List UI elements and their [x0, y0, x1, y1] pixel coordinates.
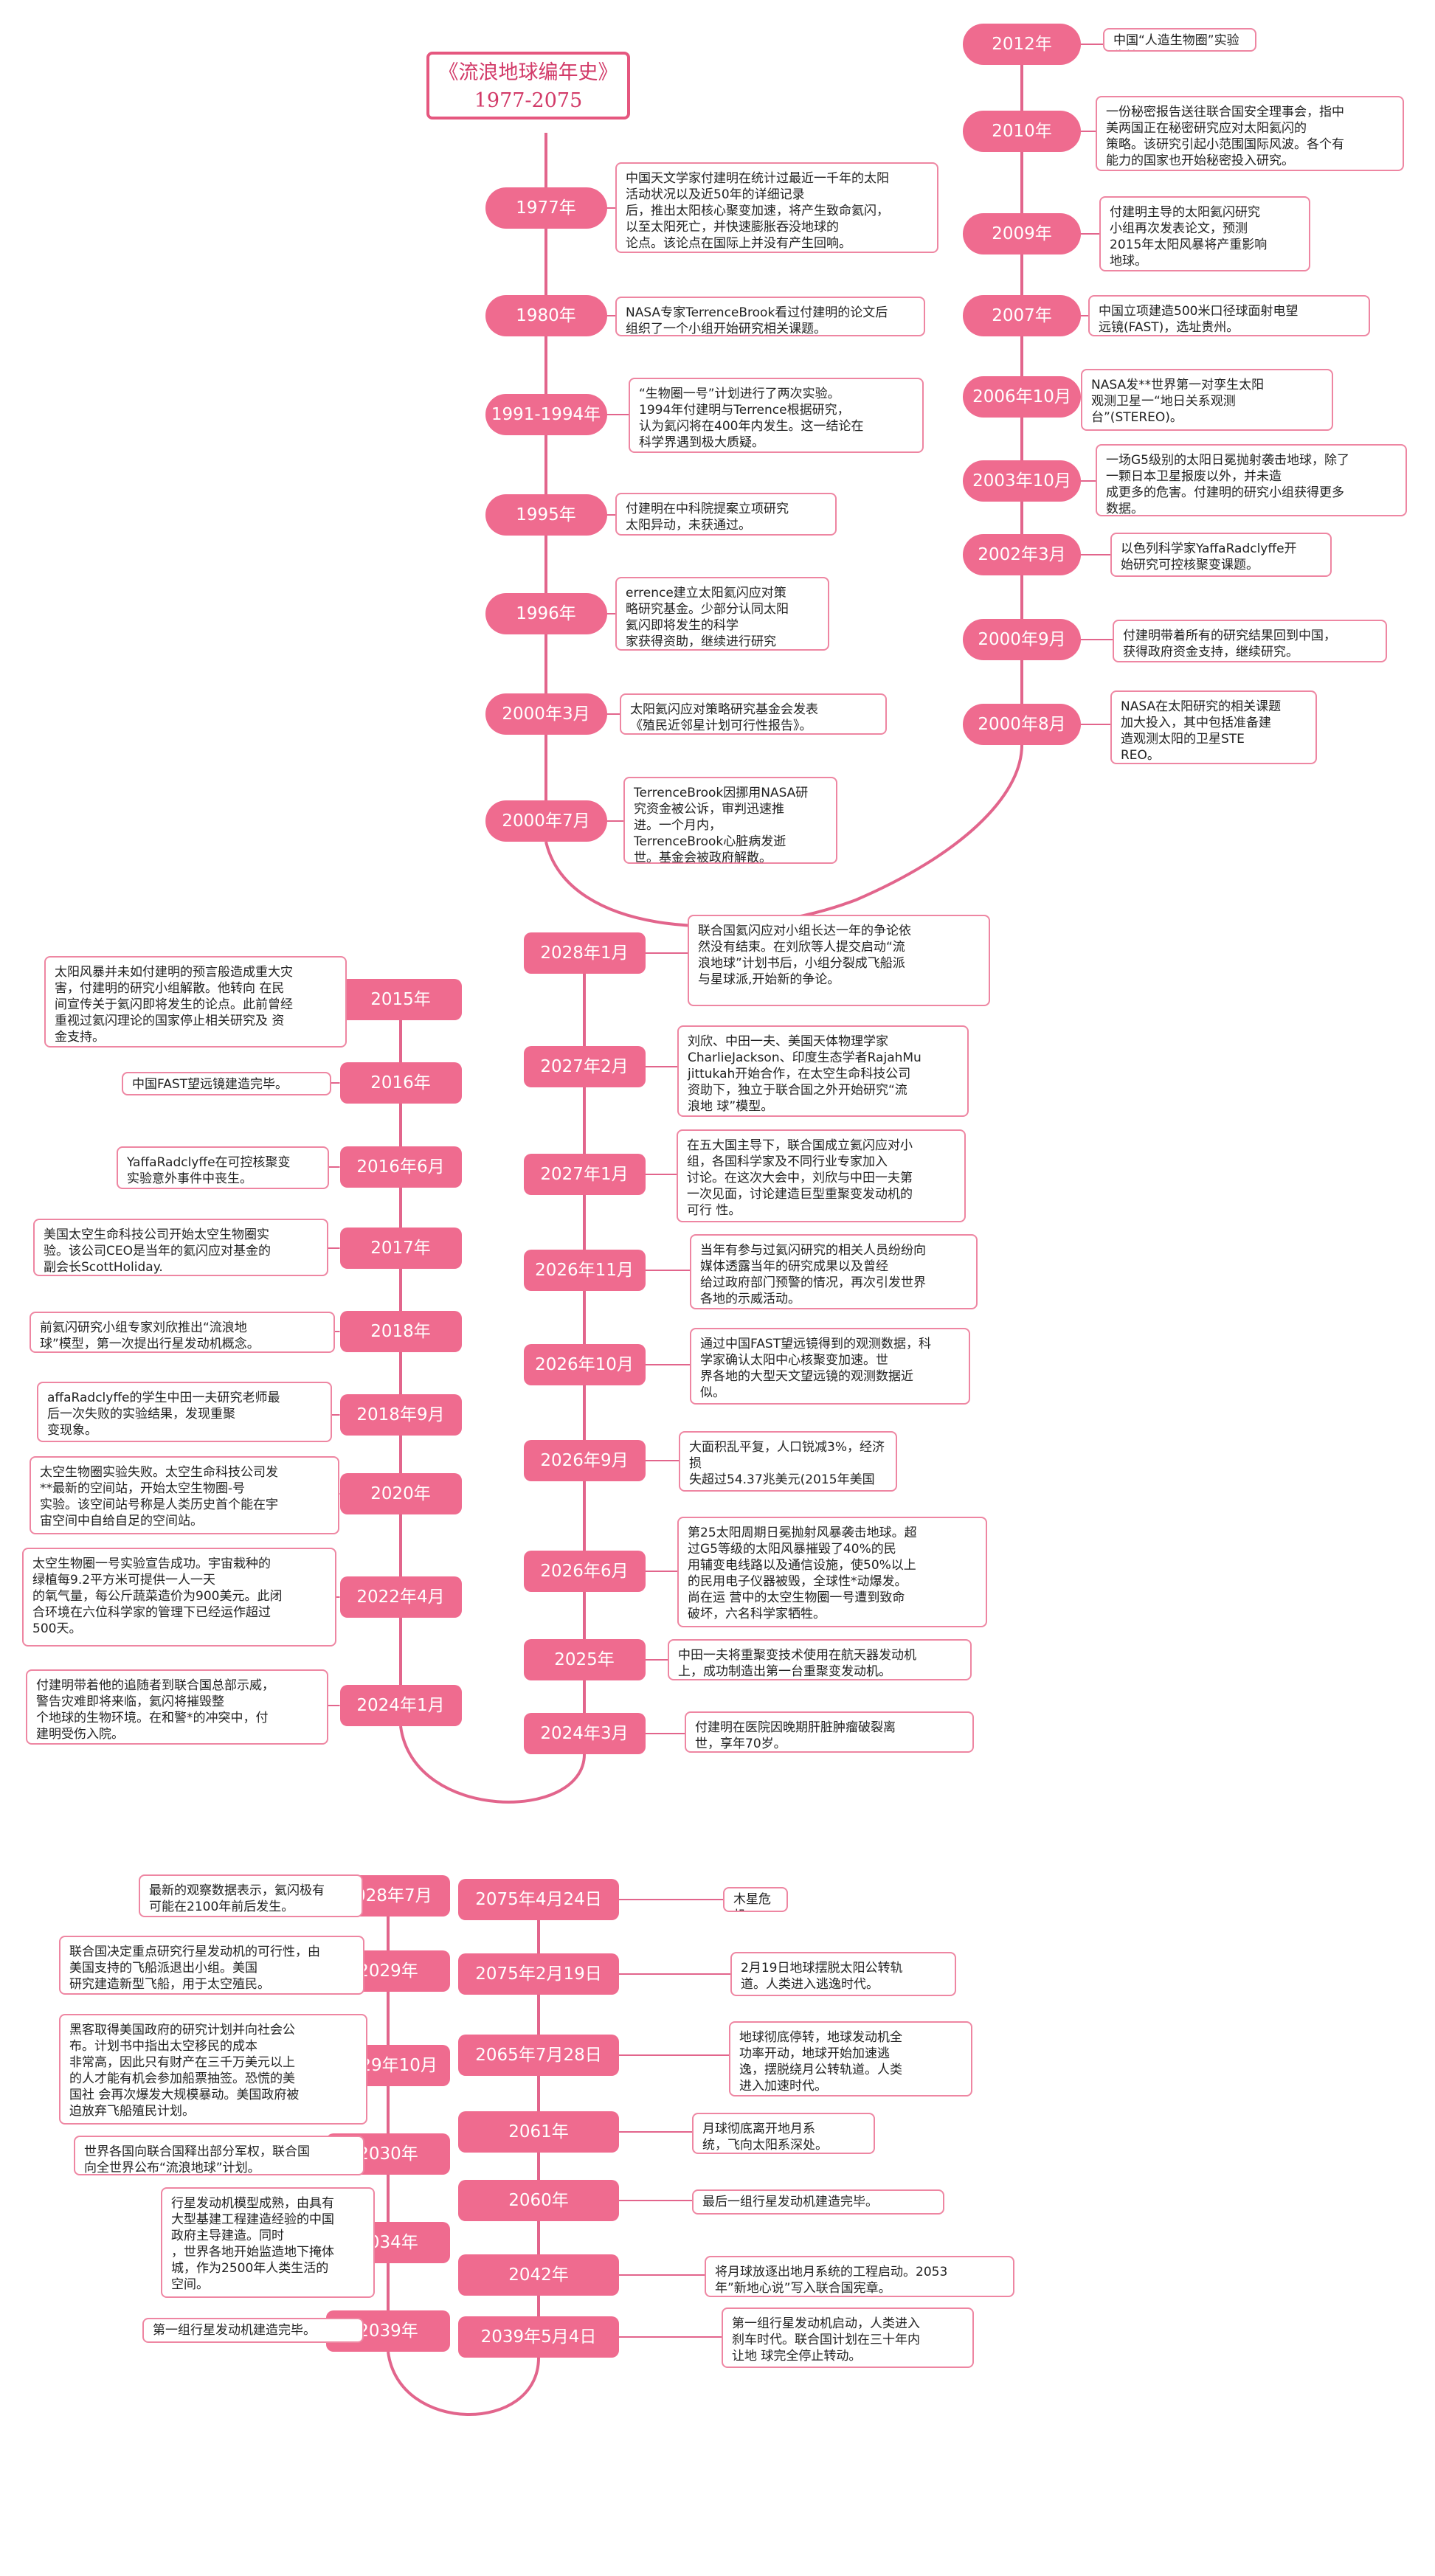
timeline-event-description: 中国“人造生物圈”实验告捷。: [1103, 28, 1256, 52]
chronicle-title: 《流浪地球编年史》 1977-2075: [426, 52, 630, 120]
timeline-date-node: 2024年3月: [523, 1713, 646, 1754]
timeline-event-description: 刘欣、中田一夫、美国天体物理学家 CharlieJackson、印度生态学者Ra…: [677, 1025, 969, 1117]
timeline-event-description: NASA发**世界第一对孪生太阳 观测卫星一“地日关系观测 台”(STEREO)…: [1081, 369, 1333, 431]
timeline-date-node: 2020年: [339, 1473, 462, 1514]
timeline-date-node: 2022年4月: [339, 1576, 462, 1618]
timeline-event-description: 联合国决定重点研究行星发动机的可行性，由 美国支持的飞船派退出小组。美国 研究建…: [59, 1936, 364, 1995]
timeline-event-description: affaRadclyffe的学生中田一夫研究老师最 后一次失败的实验结果，发现重…: [37, 1382, 332, 1442]
timeline-event-description: 付建明主导的太阳氦闪研究 小组再次发表论文，预测 2015年太阳风暴将产重影响 …: [1099, 196, 1310, 271]
timeline-event-description: 付建明带着他的追随者到联合国总部示威， 警告灾难即将来临，氦闪将摧毁整 个地球的…: [26, 1669, 328, 1745]
timeline-date-node: 2018年: [339, 1311, 462, 1352]
timeline-event-description: 第一组行星发动机建造完毕。: [142, 2318, 364, 2343]
timeline-event-description: 中国天文学家付建明在统计过最近一千年的太阳 活动状况以及近50年的详细记录 后，…: [615, 162, 938, 253]
timeline-event-description: 地球彻底停转，地球发动机全 功率开动，地球开始加速逃 逸，摆脱绕月公转轨道。人类…: [729, 2021, 972, 2097]
timeline-event-description: 美国太空生命科技公司开始太空生物圈实 验。该公司CEO是当年的氦闪应对基金的 副…: [33, 1219, 328, 1276]
timeline-date-node: 2075年2月19日: [458, 1953, 619, 1995]
timeline-date-node: 2075年4月24日: [458, 1879, 619, 1920]
timeline-event-description: 当年有参与过氦闪研究的相关人员纷纷向 媒体透露当年的研究成果以及曾经 给过政府部…: [690, 1234, 978, 1309]
timeline-date-node: 2016年: [339, 1062, 462, 1104]
timeline-event-description: 最新的观察数据表示，氦闪极有 可能在2100年前后发生。: [139, 1874, 363, 1917]
timeline-date-node: 2018年9月: [339, 1394, 462, 1436]
timeline-event-description: 一份秘密报告送往联合国安全理事会，指中 美两国正在秘密研究应对太阳氦闪的 策略。…: [1096, 96, 1404, 171]
timeline-date-node: 2042年: [458, 2254, 619, 2296]
timeline-event-description: 太空生物圈一号实验宣告成功。宇宙栽种的 绿植每9.2平方米可提供一人一天 的氧气…: [22, 1548, 336, 1647]
timeline-event-description: 以色列科学家YaffaRadclyffe开 始研究可控核聚变课题。: [1110, 533, 1332, 577]
timeline-event-description: 第一组行星发动机启动，人类进入 刹车时代。联合国计划在三十年内 让地 球完全停止…: [722, 2307, 974, 2368]
timeline-date-node: 2039年5月4日: [458, 2316, 619, 2358]
timeline-date-node: 2003年10月: [963, 460, 1081, 502]
timeline-event-description: 通过中国FAST望远镜得到的观测数据，科 学家确认太阳中心核聚变加速。世 界各地…: [690, 1328, 970, 1405]
timeline-event-description: 付建明带着所有的研究结果回到中国， 获得政府资金支持，继续研究。: [1113, 620, 1387, 662]
timeline-event-description: 黑客取得美国政府的研究计划并向社会公 布。计划书中指出太空移民的成本 非常高，因…: [59, 2014, 367, 2125]
timeline-event-description: 太阳风暴并未如付建明的预言般造成重大灾 害，付建明的研究小组解散。他转向 在民 …: [44, 956, 347, 1048]
timeline-event-description: 行星发动机模型成熟，由具有 大型基建工程建造经验的中国 政府主导建造。同时 ，世…: [161, 2187, 375, 2298]
timeline-date-node: 2025年: [523, 1639, 646, 1680]
timeline-date-node: 2007年: [963, 295, 1081, 336]
timeline-date-node: 1980年: [485, 295, 607, 336]
timeline-date-node: 2028年1月: [523, 932, 646, 974]
timeline-event-description: 前氦闪研究小组专家刘欣推出“流浪地 球”模型，第一次提出行星发动机概念。: [30, 1312, 335, 1353]
timeline-date-node: 2027年2月: [523, 1046, 646, 1087]
timeline-event-description: 第25太阳周期日冕抛射风暴袭击地球。超 过G5等级的太阳风暴摧毁了40%的民 用…: [677, 1517, 987, 1627]
timeline-date-node: 2000年9月: [963, 619, 1081, 660]
timeline-date-node: 2060年: [458, 2180, 619, 2221]
timeline-event-description: 付建明在中科院提案立项研究 太阳异动，未获通过。: [615, 493, 837, 536]
timeline-event-description: 2月19日地球摆脱太阳公转轨 道。人类进入逃逸时代。: [730, 1952, 956, 1996]
timeline-date-node: 2016年6月: [339, 1146, 462, 1188]
join-curve-3: [387, 2351, 540, 2416]
timeline-event-description: 世界各国向联合国释出部分军权，联合国 向全世界公布“流浪地球”计划。: [74, 2136, 364, 2175]
timeline-date-node: 2000年7月: [485, 800, 607, 842]
timeline-date-node: 2027年1月: [523, 1154, 646, 1195]
timeline-event-description: 中田一夫将重聚变技术使用在航天器发动机 上，成功制造出第一台重聚变发动机。: [668, 1639, 972, 1680]
timeline-date-node: 1995年: [485, 494, 607, 536]
timeline-event-description: 最后一组行星发动机建造完毕。: [692, 2189, 944, 2215]
timeline-event-description: 付建明在医院因晚期肝脏肿瘤破裂离 世，享年70岁。: [685, 1711, 974, 1753]
timeline-date-node: 1977年: [485, 187, 607, 229]
timeline-event-description: NASA专家TerrenceBrook看过付建明的论文后 组织了一个小组开始研究…: [615, 297, 925, 336]
timeline-date-node: 2010年: [963, 111, 1081, 152]
timeline-date-node: 1996年: [485, 593, 607, 634]
timeline-date-node: 2006年10月: [963, 376, 1081, 418]
timeline-event-description: 中国立项建造500米口径球面射电望 远镜(FAST)，选址贵州。: [1088, 295, 1370, 336]
timeline-date-node: 2000年3月: [485, 693, 607, 735]
timeline-date-node: 2026年9月: [523, 1440, 646, 1481]
timeline-date-node: 1991-1994年: [485, 394, 607, 435]
timeline-event-description: 月球彻底离开地月系 统，飞向太阳系深处。: [692, 2113, 875, 2154]
timeline-date-node: 2024年1月: [339, 1685, 462, 1726]
timeline-date-node: 2026年6月: [523, 1551, 646, 1592]
timeline-date-node: 2026年11月: [523, 1250, 646, 1291]
timeline-date-node: 2061年: [458, 2111, 619, 2153]
timeline-date-node: 2015年: [339, 979, 462, 1020]
title-years: 1977-2075: [474, 89, 583, 112]
timeline-date-node: 2026年10月: [523, 1344, 646, 1385]
timeline-date-node: 2012年: [963, 24, 1081, 65]
timeline-date-node: 2000年8月: [963, 704, 1081, 745]
timeline-date-node: 2009年: [963, 213, 1081, 255]
timeline-event-description: YaffaRadclyffe在可控核聚变 实验意外事件中丧生。: [117, 1146, 329, 1189]
timeline-date-node: 2065年7月28日: [458, 2035, 619, 2076]
timeline-event-description: 大面积乱平复，人口锐减3%，经济损 失超过54.37兆美元(2015年美国GDP…: [679, 1431, 897, 1492]
timeline-event-description: NASA在太阳研究的相关课题 加大投入，其中包括准备建 造观测太阳的卫星STE …: [1110, 690, 1317, 764]
timeline-event-description: 木星危机: [723, 1887, 788, 1912]
timeline-event-description: 中国FAST望远镜建造完毕。: [122, 1072, 331, 1095]
timeline-event-description: 联合国氦闪应对小组长达一年的争论依 然没有结束。在刘欣等人提交启动“流 浪地球”…: [688, 915, 990, 1006]
timeline-event-description: 一场G5级别的太阳日冕抛射袭击地球，除了 一颗日本卫星报废以外，并未造 成更多的…: [1096, 444, 1407, 516]
title-main: 《流浪地球编年史》: [438, 61, 618, 84]
timeline-event-description: 将月球放逐出地月系统的工程启动。2053 年”新地心说”写入联合国宪章。: [705, 2256, 1014, 2297]
timeline-event-description: 在五大国主导下，联合国成立氦闪应对小 组，各国科学家及不同行业专家加入 讨论。在…: [677, 1129, 966, 1222]
timeline-event-description: errence建立太阳氦闪应对策 略研究基金。少部分认同太阳 氦闪即将发生的科学…: [615, 577, 829, 651]
timeline-event-description: “生物圈一号”计划进行了两次实验。 1994年付建明与Terrence根据研究，…: [629, 378, 924, 453]
timeline-event-description: 太空生物圈实验失败。太空生命科技公司发 **最新的空间站，开始太空生物圈-号 实…: [30, 1456, 339, 1534]
timeline-event-description: TerrenceBrook因挪用NASA研 究资金被公诉，审判迅速推 进。一个月…: [623, 777, 837, 864]
timeline-date-node: 2002年3月: [963, 534, 1081, 575]
timeline-date-node: 2017年: [339, 1228, 462, 1269]
timeline-event-description: 太阳氦闪应对策略研究基金会发表 《殖民近邻星计划可行性报告》。: [620, 693, 887, 735]
